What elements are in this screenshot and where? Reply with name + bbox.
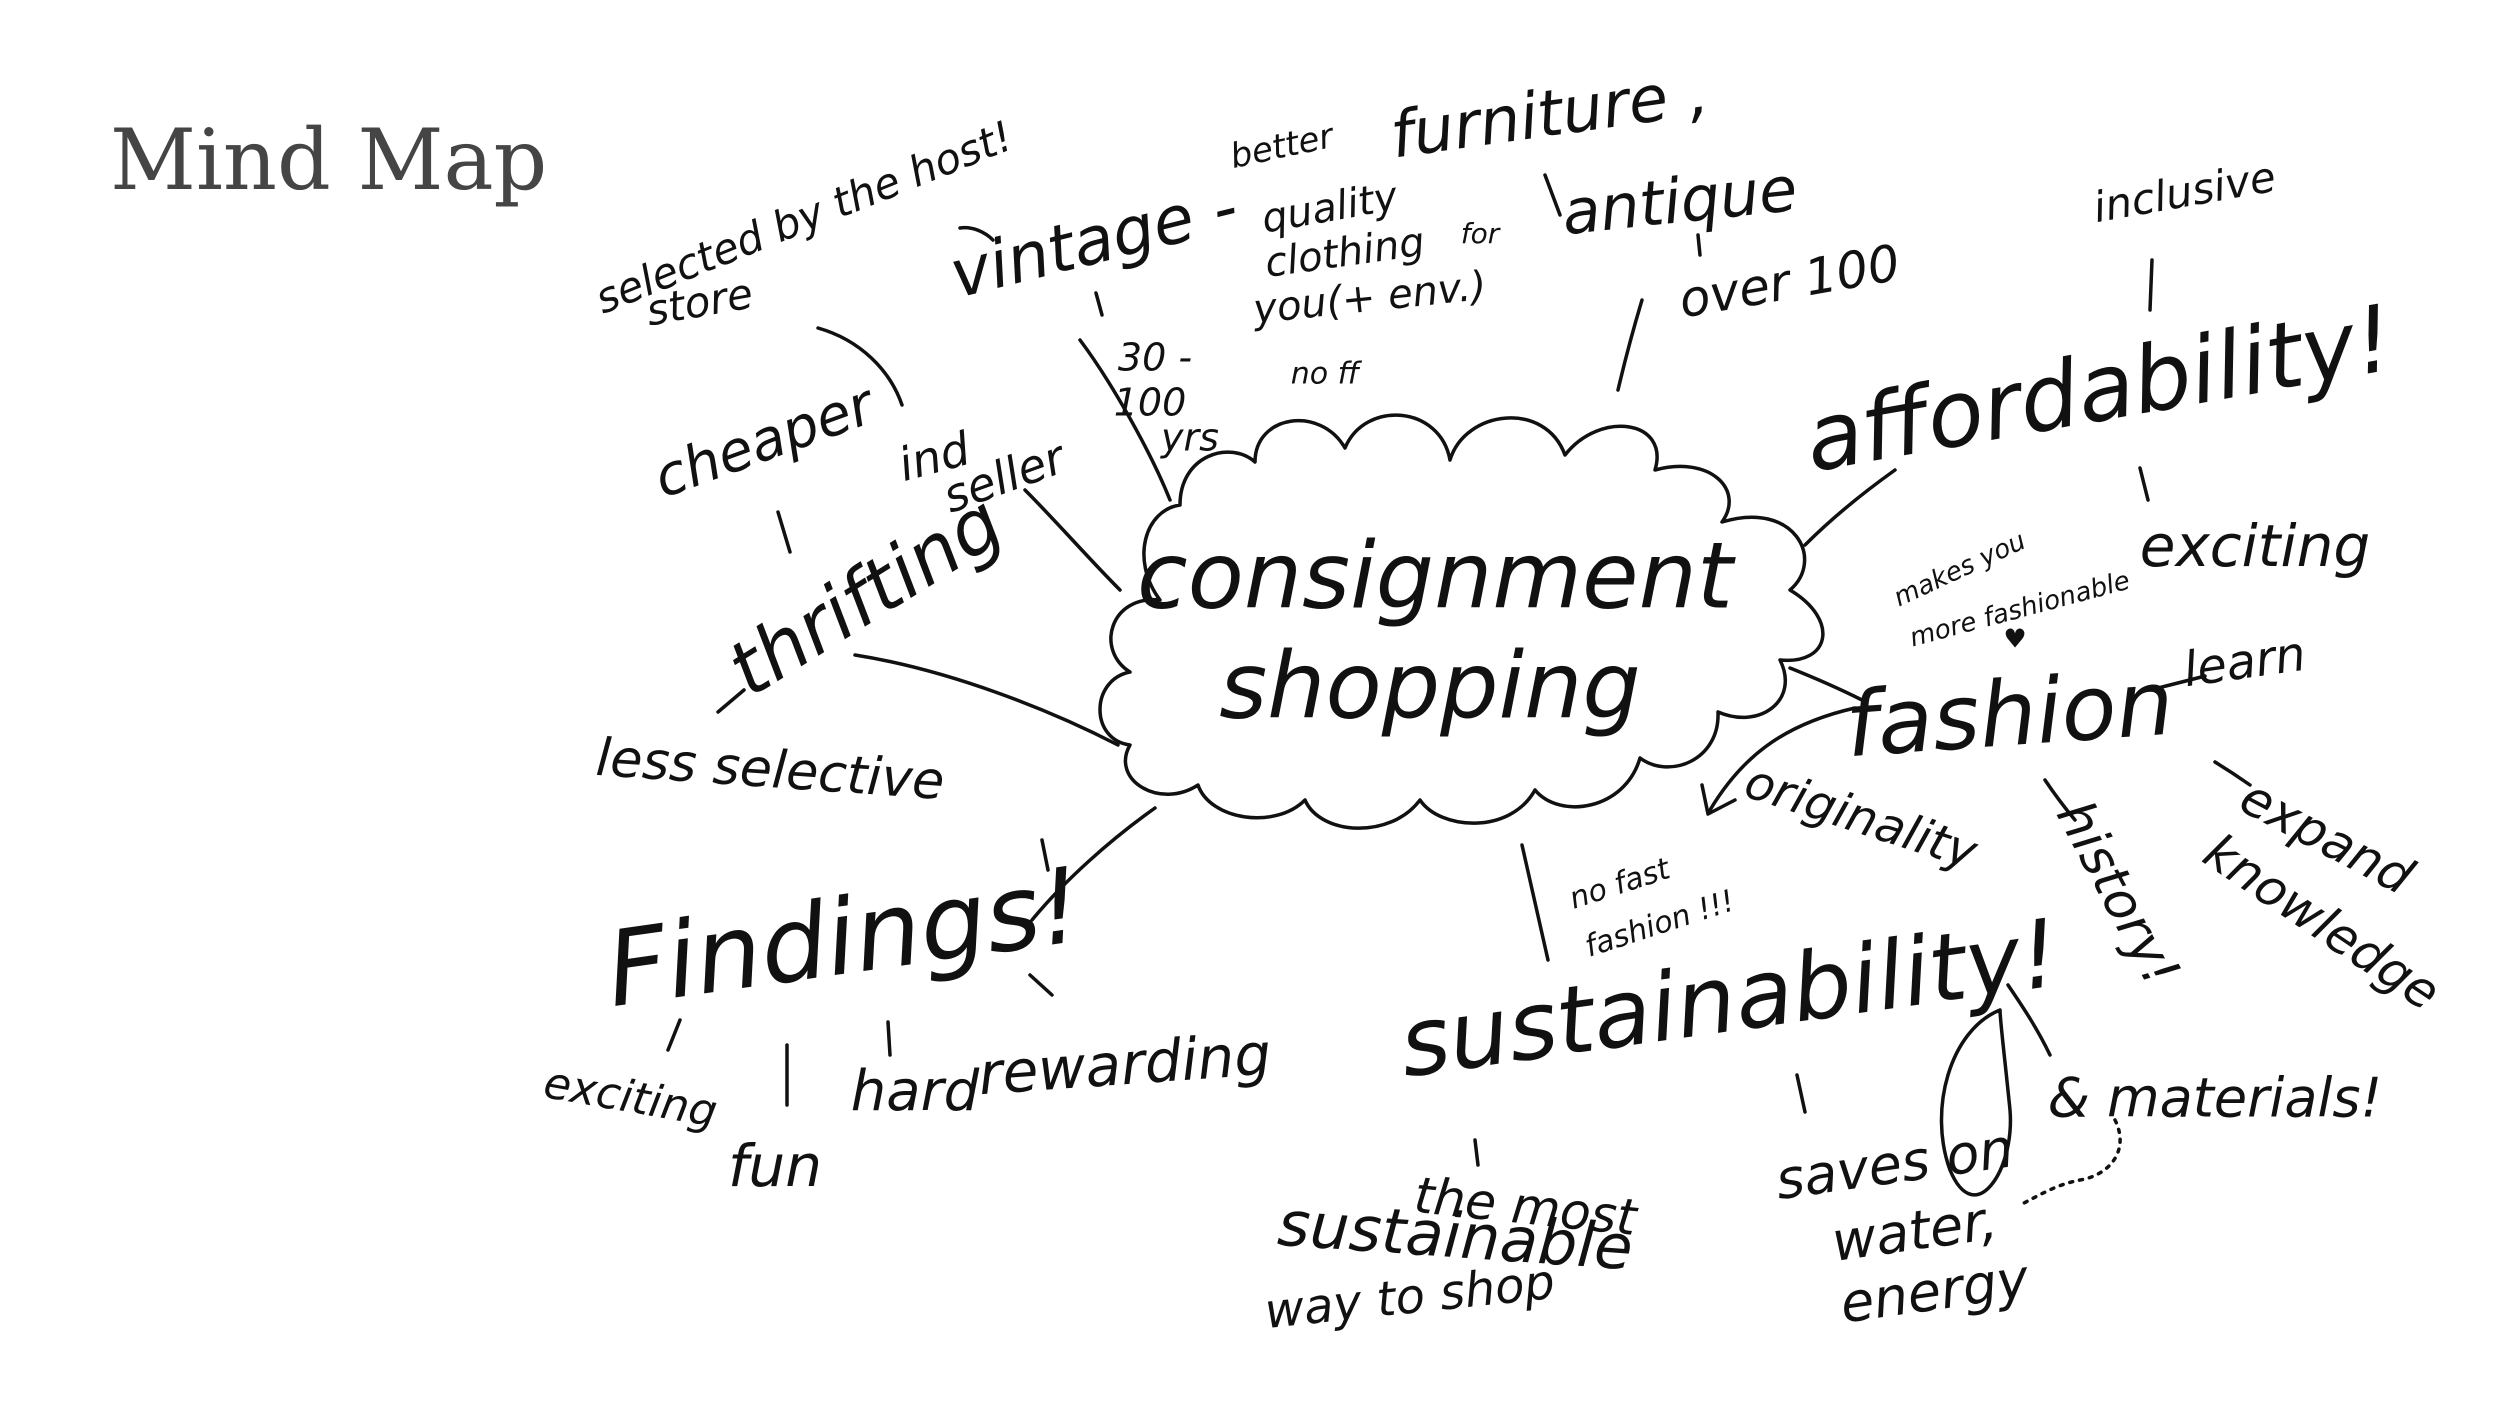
slide-title: Mind Map: [110, 111, 548, 209]
label-hard: hard: [851, 1059, 980, 1124]
tick-over-100: [1696, 233, 1702, 257]
line-selected-to-thrifting: [816, 326, 904, 407]
line-fashion-to-learn: [2148, 674, 2207, 692]
label-findings: Findings!: [599, 844, 1089, 1031]
line-fashion-to-history: [2043, 778, 2077, 822]
tick-rewarding: [1028, 973, 1054, 997]
label-antique: antique: [1559, 152, 1801, 249]
line-to-ind-seller: [1023, 488, 1122, 592]
tick-most-sustainable: [1473, 1138, 1480, 1167]
loop-sustainability-to-energy: [1939, 1008, 2013, 1197]
tick-exciting-left: [666, 1018, 682, 1052]
tick-hard: [886, 1020, 892, 1057]
central-cloud-outline: [1098, 413, 1825, 830]
label-fashion: fashion: [1842, 651, 2176, 779]
label-exciting-left: exciting: [540, 1057, 721, 1138]
arrow-fashion-to-originality: [1708, 706, 1857, 812]
label-thrifting: thrifting: [712, 477, 1017, 714]
heart-icon: ♥: [2003, 625, 2026, 655]
label-fun: fun: [728, 1132, 822, 1200]
line-sustainability-to-materials: [2006, 983, 2052, 1057]
label-better: better: [1227, 116, 1339, 177]
label-for: for: [1461, 217, 1501, 250]
label-rewarding: rewarding: [976, 1020, 1273, 1108]
tick-furniture: [1543, 173, 1562, 217]
arrowhead: [1700, 783, 1737, 816]
line-to-fashion: [1788, 666, 1864, 702]
tick-vintage-years: [1094, 291, 1104, 317]
line-fashion-to-expand: [2213, 760, 2252, 787]
tick-inclusive: [2148, 258, 2154, 312]
line-to-affordability: [1803, 468, 1897, 547]
tick-cheaper: [776, 510, 792, 554]
label-affordability: affordability!: [1797, 285, 2401, 494]
label-over-100: over 100: [1675, 234, 1905, 330]
label-inclusive: inclusive: [2090, 152, 2280, 232]
line-selected-tick: [958, 225, 995, 242]
center-line-2: shopping: [1219, 632, 1641, 739]
label-exciting-right: exciting: [2140, 512, 2370, 580]
label-sustainability: sustainability!: [1393, 899, 2065, 1099]
label-learn: learn: [2180, 626, 2309, 698]
label-furniture: furniture ,: [1386, 56, 1713, 174]
tick-less-selective: [716, 688, 746, 714]
label-vintage: vintage -: [943, 168, 1246, 314]
label-vintage-years-3: yrs: [1160, 416, 1219, 460]
center-line-1: consignment: [1137, 522, 1736, 629]
tick-findings: [1040, 838, 1050, 872]
tick-saves-on: [1795, 1073, 1807, 1114]
line-to-thrifting: [853, 653, 1120, 747]
central-topic: consignment shopping: [1137, 522, 1736, 739]
line-to-vintage: [1078, 338, 1172, 502]
line-to-sustainability: [1520, 843, 1550, 962]
connector-lines: [666, 173, 2252, 1207]
line-to-antique: [1616, 298, 1644, 392]
label-cheaper: cheaper: [646, 371, 885, 511]
label-no-ff: no ff: [1291, 357, 1363, 392]
dotted-path: [2018, 1118, 2122, 1207]
label-vintage-years-1: 30 -: [1118, 336, 1192, 380]
label-materials: & materials!: [2048, 1067, 2382, 1130]
label-history: history!: [2044, 791, 2191, 995]
label-vintage-years-2: 100: [1114, 381, 1187, 425]
label-less-selective: less selective: [594, 728, 946, 812]
line-to-findings: [1030, 806, 1157, 922]
tick-exciting-right: [2138, 466, 2150, 502]
